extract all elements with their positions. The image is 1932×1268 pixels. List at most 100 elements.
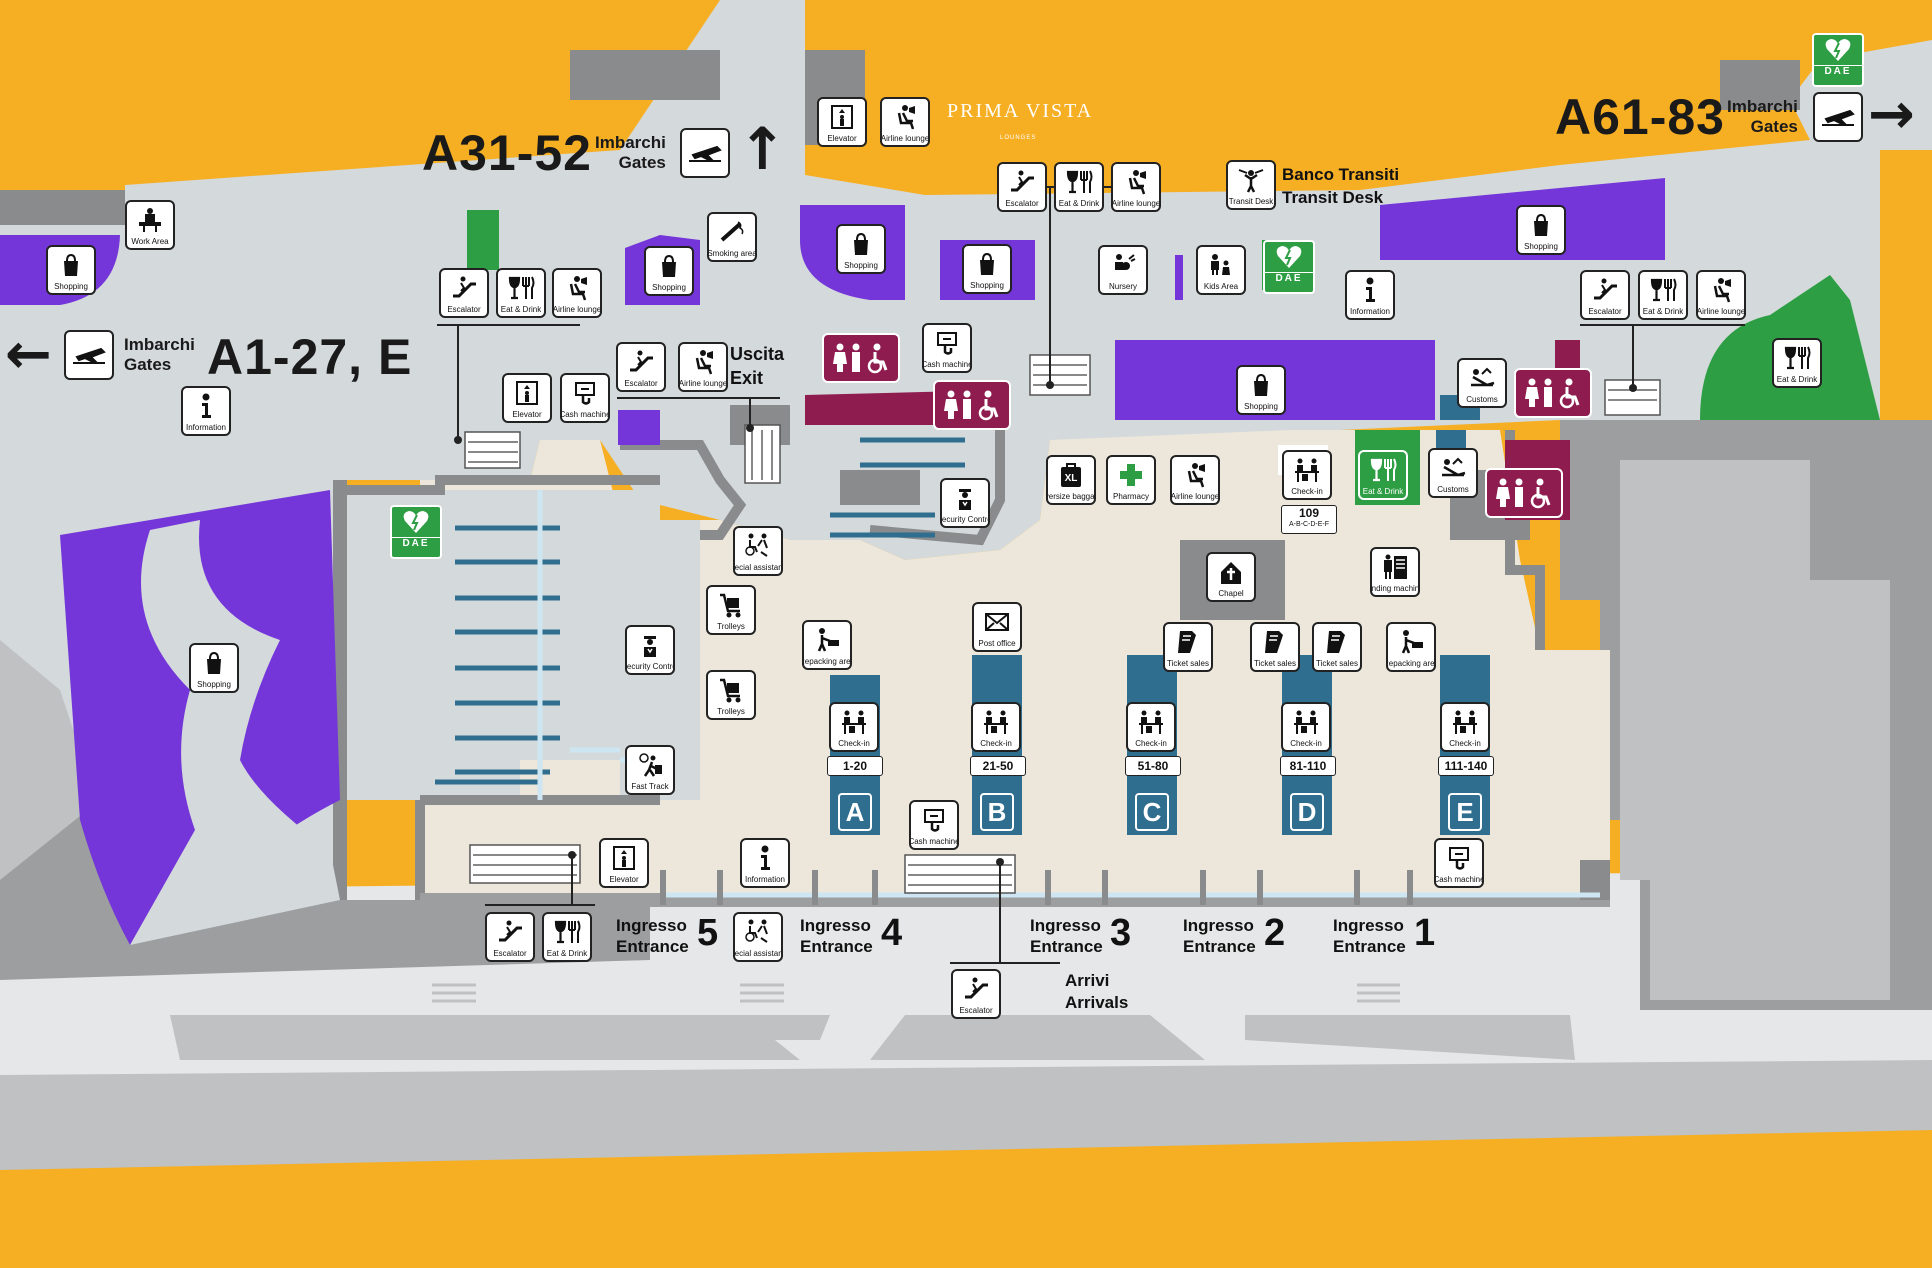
- arrivals-en: Arrivals: [1065, 993, 1129, 1012]
- prima-vista-logo: PRIMA VISTA: [947, 100, 1094, 122]
- check-in-icon-3: Check-in: [971, 702, 1021, 752]
- entrance-2-number: 2: [1264, 912, 1286, 954]
- checkin-b-letter: B: [977, 790, 1017, 834]
- oversize-baggage-caption: Oversize baggage: [1048, 492, 1095, 501]
- escalator-glyph: [618, 344, 664, 379]
- entrance-3-label: Ingresso Entrance: [1030, 915, 1103, 957]
- work-area-caption: Work Area: [131, 237, 169, 246]
- checkin-d-range: 81-110: [1280, 756, 1336, 776]
- road-curve: [0, 1067, 1932, 1166]
- escalator-caption: Escalator: [1588, 307, 1622, 316]
- elevator-caption: Elevator: [827, 134, 857, 143]
- gate-a1-arrow: ←: [5, 322, 52, 387]
- transit-it: Banco Transiti: [1282, 165, 1400, 184]
- checkin-c-letter: C: [1132, 790, 1172, 834]
- cash-machine-glyph: [1436, 840, 1482, 875]
- block-left: [0, 190, 125, 225]
- checkin-b-letter-text: B: [980, 793, 1014, 831]
- airline-lounge-glyph: [1698, 272, 1744, 307]
- wall-exit: [620, 440, 747, 540]
- security-control-caption: Security Control: [941, 515, 988, 524]
- gate-a31-it: Imbarchi: [595, 133, 666, 152]
- entrance-4-label: Ingresso Entrance: [800, 915, 873, 957]
- vending-machines-glyph: [1372, 549, 1418, 584]
- post-office-icon-1: Post office: [972, 602, 1022, 652]
- checkin-b-range: 21-50: [970, 756, 1026, 776]
- kids-area-glyph: [1198, 247, 1244, 282]
- post-office-caption: Post office: [978, 639, 1016, 648]
- airline-lounge-glyph: [1172, 457, 1218, 492]
- shopping-icon-5: Shopping: [1516, 205, 1566, 255]
- oversize-baggage-icon-1: XLOversize baggage: [1046, 455, 1096, 505]
- checkin-e-letter: E: [1445, 790, 1485, 834]
- green-small: [467, 210, 499, 270]
- path-in-shop: [130, 520, 340, 945]
- dae-center-label: DAE: [1265, 272, 1313, 284]
- gate-a61-code: A61-83: [1555, 89, 1725, 145]
- checkin-c-letter-text: C: [1135, 793, 1169, 831]
- shopping-glyph: [48, 247, 94, 282]
- eat-drink-glyph: [544, 914, 590, 949]
- special-assistance-caption: Special assistance: [734, 949, 783, 958]
- eat-drink-icon-3: Eat & Drink: [1638, 270, 1688, 320]
- shopping-icon-1: Shopping: [46, 245, 96, 295]
- escalator-caption: Escalator: [959, 1006, 993, 1015]
- checkin-c-range: 51-80: [1125, 756, 1181, 776]
- eat-drink-caption: Eat & Drink: [500, 305, 542, 314]
- shopping-glyph: [191, 645, 237, 680]
- block-mid: [840, 470, 920, 505]
- entrance-5-it: Ingresso: [616, 916, 687, 935]
- ticket-sales-glyph: [1252, 624, 1298, 659]
- pharmacy-glyph: [1108, 457, 1154, 492]
- ticket-sales-glyph: [1314, 624, 1360, 659]
- customs-caption: Customs: [1437, 485, 1469, 494]
- airline-lounge-caption: Airline lounge: [678, 379, 728, 388]
- special-assistance-caption: Special assistance: [734, 563, 783, 572]
- shopping-caption: Shopping: [1244, 402, 1278, 411]
- island-1: [170, 1015, 830, 1060]
- escalator-icon-5: Escalator: [485, 912, 535, 962]
- escalator-icon-2: Escalator: [616, 342, 666, 392]
- trolleys-glyph: [708, 587, 754, 622]
- elevator-caption: Elevator: [609, 875, 639, 884]
- escalator-glyph: [999, 164, 1045, 199]
- block-a61: [1720, 60, 1800, 110]
- airline-lounge-glyph: [1113, 164, 1159, 199]
- information-icon-3: Information: [740, 838, 790, 888]
- information-caption: Information: [744, 875, 786, 884]
- ticket-sales-icon-2: Ticket sales: [1250, 622, 1300, 672]
- check-in-glyph: [1283, 704, 1329, 739]
- toilets-2: [933, 380, 1011, 430]
- elevator-icon-2: Elevator: [817, 97, 867, 147]
- entrance-3-it: Ingresso: [1030, 916, 1101, 935]
- check-in-caption: Check-in: [1449, 739, 1481, 748]
- elevator-icon-1: Elevator: [502, 373, 552, 423]
- check-in-icon-6: Check-in: [1440, 702, 1490, 752]
- work-area-icon-1: Work Area: [125, 200, 175, 250]
- shopping-glyph: [838, 226, 884, 261]
- trolleys-icon-1: Trolleys: [706, 585, 756, 635]
- eat-drink-icon-1: Eat & Drink: [496, 268, 546, 318]
- repacking-area-caption: Repacking area: [1386, 659, 1435, 668]
- airline-lounge-glyph: [554, 270, 600, 305]
- escalator-caption: Escalator: [493, 949, 527, 958]
- vending-machines-icon-1: Vending machines: [1370, 547, 1420, 597]
- check-in-caption: Check-in: [838, 739, 870, 748]
- departures-icon: [680, 128, 730, 178]
- prima-vista-sub: LOUNGES: [1000, 135, 1037, 141]
- checkin-109-letters: A-B-C-D-E-F: [1288, 521, 1330, 528]
- cash-machine-icon-4: Cash machine: [1434, 838, 1484, 888]
- exit-en: Exit: [730, 368, 764, 388]
- entrance-2-en: Entrance: [1183, 937, 1256, 956]
- repacking-area-icon-1: Repacking area: [802, 620, 852, 670]
- entrance-3-number: 3: [1110, 912, 1132, 954]
- shopping-icon-2: Shopping: [644, 246, 694, 296]
- checkin-109-number: 109: [1298, 506, 1320, 520]
- gate-a61-it: Imbarchi: [1727, 97, 1798, 116]
- gate-a31-arrow: ↑: [738, 115, 787, 183]
- airline-lounge-icon-2: Airline lounge: [678, 342, 728, 392]
- transit-desk-glyph: [1228, 162, 1274, 197]
- cash-machine-glyph: [562, 375, 608, 410]
- island-3: [1245, 1015, 1575, 1060]
